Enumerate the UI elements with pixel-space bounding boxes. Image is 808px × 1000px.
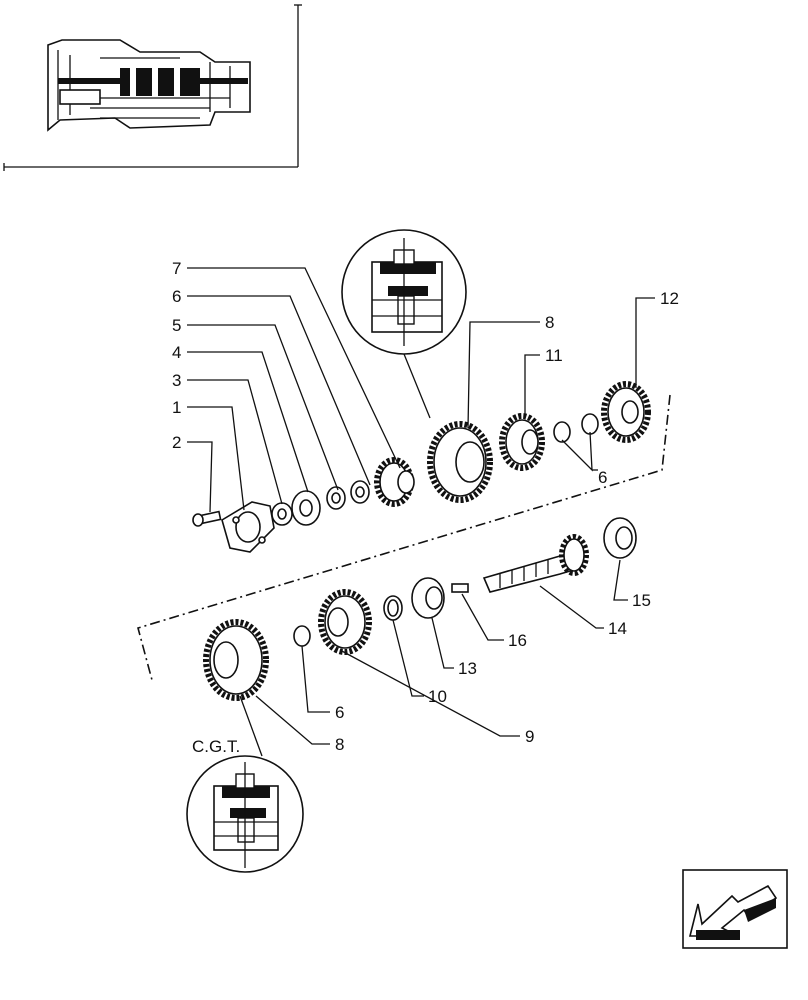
- callout-10: 10: [428, 687, 447, 706]
- part-ring-6a: [350, 480, 370, 504]
- callout-8-upper: 8: [545, 313, 554, 332]
- locator-frame: [3, 4, 302, 171]
- callout-5: 5: [172, 316, 181, 335]
- part-ring-6c: [293, 625, 311, 647]
- callout-12: 12: [660, 289, 679, 308]
- assembly-boundary: [137, 394, 671, 681]
- part-shaft-14: [482, 534, 589, 593]
- callout-16: 16: [508, 631, 527, 650]
- part-rings-6b: [553, 413, 599, 443]
- part-gear-11: [499, 413, 545, 471]
- callout-15: 15: [632, 591, 651, 610]
- part-snapring-10: [383, 595, 403, 621]
- detail-circle-lower: [186, 695, 304, 873]
- part-bearing-13: [411, 577, 445, 619]
- callout-8-lower: 8: [335, 735, 344, 754]
- part-bearing-15: [603, 517, 637, 559]
- callout-1: 1: [172, 398, 181, 417]
- part-flange-1: [221, 501, 275, 553]
- callout-14: 14: [608, 619, 627, 638]
- detail-label: C.G.T.: [192, 737, 240, 756]
- callout-4: 4: [172, 343, 181, 362]
- callout-6-upper-left: 6: [172, 287, 181, 306]
- callout-11: 11: [545, 346, 563, 365]
- part-sleeve-8b: [203, 619, 269, 701]
- callout-6-lower: 6: [335, 703, 344, 722]
- part-bush-5: [326, 486, 346, 510]
- leader-lines: [187, 267, 655, 745]
- callout-3: 3: [172, 371, 181, 390]
- part-bearing-4: [291, 490, 321, 526]
- transmission-locator-thumbnail: [47, 39, 251, 132]
- callout-2: 2: [172, 433, 181, 452]
- part-gear-9: [318, 589, 372, 655]
- part-sleeve-8a: [427, 421, 493, 503]
- part-pin-16: [451, 583, 469, 593]
- part-gear-7: [374, 457, 415, 507]
- part-bolt-2: [192, 510, 222, 527]
- callout-7: 7: [172, 259, 181, 278]
- callout-9: 9: [525, 727, 534, 746]
- detail-circle-upper: [341, 229, 467, 419]
- part-gear-12: [601, 381, 651, 443]
- callout-6-upper-right: 6: [598, 468, 607, 487]
- callout-13: 13: [458, 659, 477, 678]
- part-nut-3: [271, 502, 293, 526]
- back-arrow-icon[interactable]: [682, 869, 788, 949]
